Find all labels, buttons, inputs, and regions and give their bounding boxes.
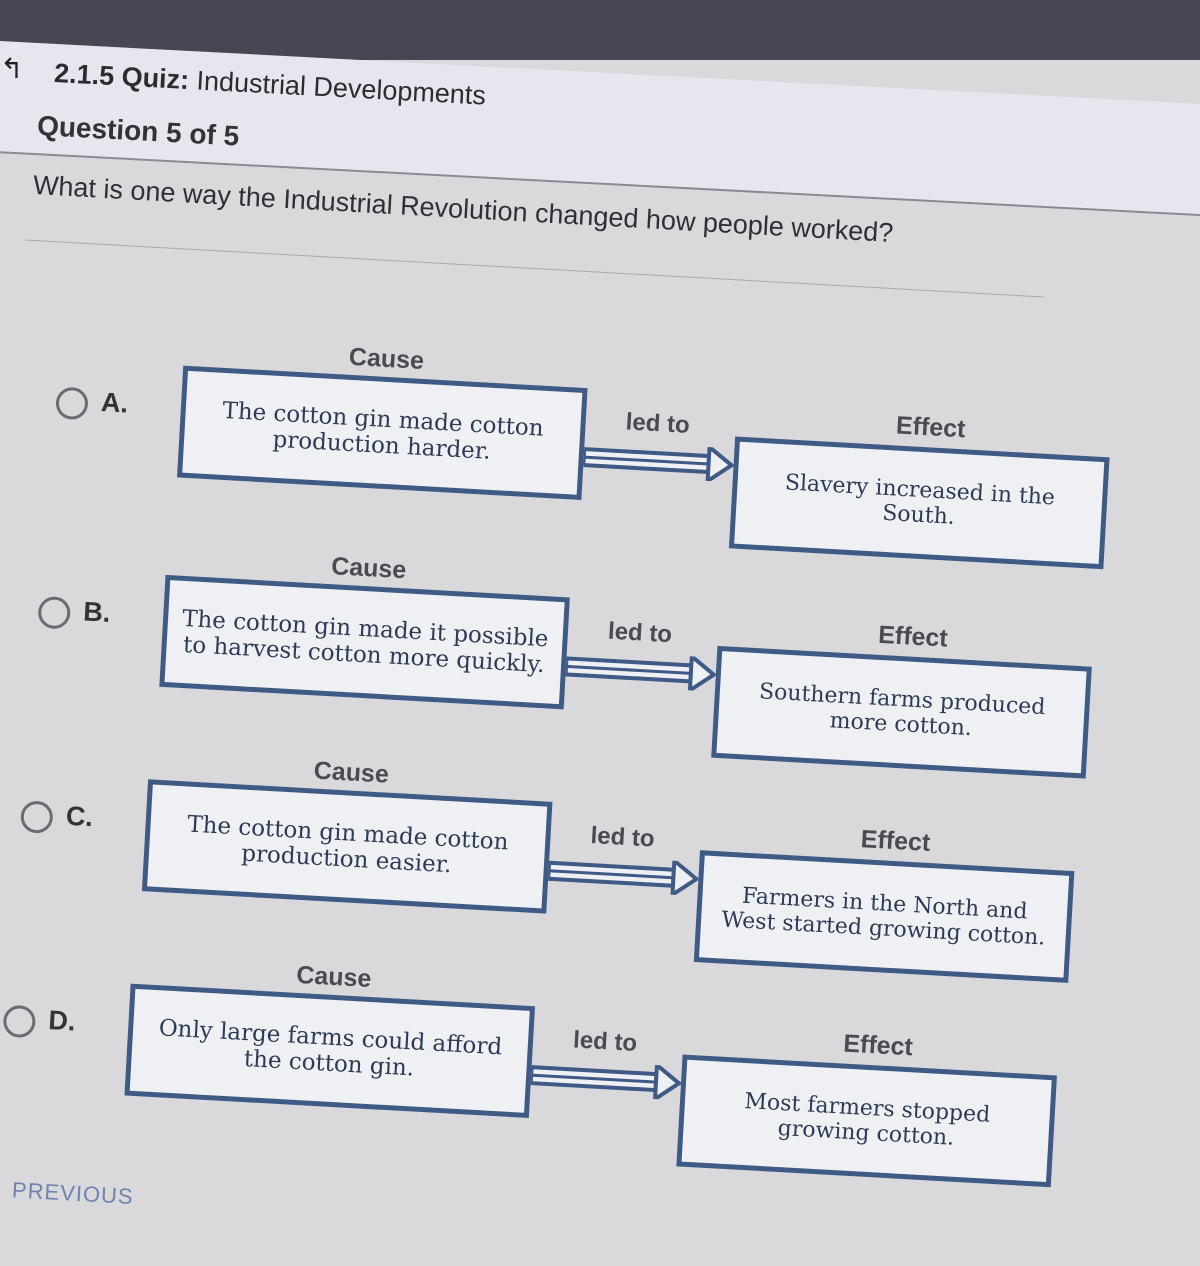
effect-text: Farmers in the North and West started gr… xyxy=(720,883,1046,951)
cause-label: Cause xyxy=(295,960,373,994)
question-text: What is one way the Industrial Revolutio… xyxy=(32,169,895,248)
effect-box: Slavery increased in the South. xyxy=(728,436,1110,570)
answer-option-a[interactable]: A. Cause The cotton gin made cotton prod… xyxy=(0,343,1187,622)
radio-button[interactable] xyxy=(2,1004,37,1039)
right-arrow-icon xyxy=(547,856,700,897)
radio-button[interactable] xyxy=(55,386,89,421)
effect-label: Effect xyxy=(860,825,932,857)
cause-box: The cotton gin made it possible to harve… xyxy=(159,574,570,710)
option-letter: B. xyxy=(82,596,112,628)
option-letter: D. xyxy=(47,1005,77,1037)
answer-option-d[interactable]: D. Cause Only large farms could afford t… xyxy=(0,961,1134,1240)
cause-box: The cotton gin made cotton production ha… xyxy=(177,365,588,500)
radio-button[interactable] xyxy=(37,595,72,630)
right-arrow-icon xyxy=(565,652,717,692)
led-to-label: led to xyxy=(607,617,673,649)
effect-label: Effect xyxy=(842,1029,914,1062)
effect-box: Southern farms produced more cotton. xyxy=(711,645,1092,779)
effect-label: Effect xyxy=(877,620,949,653)
led-to-label: led to xyxy=(589,822,656,853)
effect-box: Farmers in the North and West started gr… xyxy=(693,850,1075,983)
radio-button[interactable] xyxy=(19,800,54,834)
effect-text: Southern farms produced more cotton. xyxy=(758,679,1047,742)
effect-text: Slavery increased in the South. xyxy=(784,470,1056,530)
back-arrow-icon[interactable]: ↰ xyxy=(0,53,24,84)
answer-option-c[interactable]: C. Cause The cotton gin made cotton prod… xyxy=(0,757,1152,1035)
cause-text: The cotton gin made cotton production ea… xyxy=(186,811,510,879)
right-arrow-icon xyxy=(582,442,735,483)
led-to-label: led to xyxy=(572,1026,638,1057)
effect-box: Most farmers stopped growing cotton. xyxy=(676,1054,1057,1188)
cause-text: Only large farms could afford the cotton… xyxy=(158,1015,503,1082)
effect-label: Effect xyxy=(895,411,967,444)
cause-text: The cotton gin made cotton production ha… xyxy=(221,397,545,465)
answer-option-b[interactable]: B. Cause The cotton gin made it possible… xyxy=(0,552,1169,831)
cause-label: Cause xyxy=(313,756,390,789)
right-arrow-icon xyxy=(530,1061,682,1101)
option-letter: A. xyxy=(100,387,129,419)
led-to-label: led to xyxy=(625,408,691,439)
cause-box: Only large farms could afford the cotton… xyxy=(124,983,536,1119)
option-letter: C. xyxy=(65,800,94,833)
cause-label: Cause xyxy=(330,552,407,585)
cause-box: The cotton gin made cotton production ea… xyxy=(141,779,553,914)
top-bar xyxy=(0,0,1200,60)
effect-text: Most farmers stopped growing cotton. xyxy=(743,1089,991,1151)
cause-label: Cause xyxy=(348,342,425,375)
cause-text: The cotton gin made it possible to harve… xyxy=(181,605,550,679)
